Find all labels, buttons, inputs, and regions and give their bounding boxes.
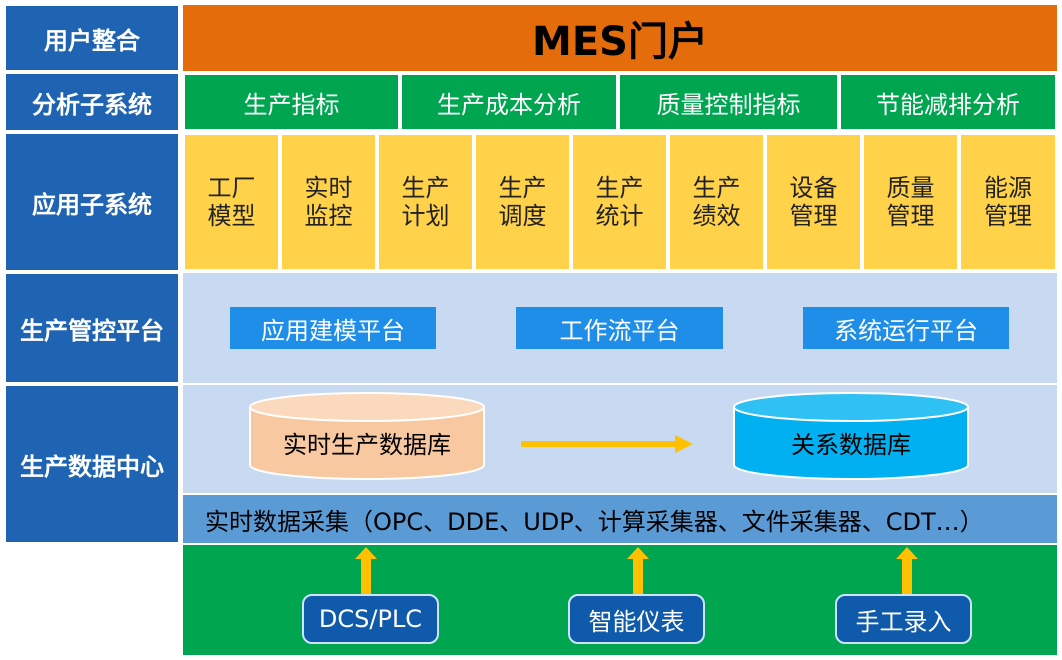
app-label-line1: 生产	[595, 174, 644, 202]
header-production-platform-label: 生产管控平台	[20, 316, 164, 345]
app-production-dispatch[interactable]: 生产调度	[474, 133, 571, 271]
app-label-line1: 设备	[789, 174, 838, 202]
app-label-line2: 管理	[789, 202, 838, 230]
source-smart-instrument[interactable]: 智能仪表	[568, 594, 705, 644]
analysis-energy-saving[interactable]: 节能减排分析	[839, 73, 1057, 131]
header-analysis-subsystem-label: 分析子系统	[32, 90, 152, 119]
relational-db-cylinder[interactable]	[733, 392, 969, 480]
arrow-up-icon	[627, 547, 649, 595]
app-label-line2: 模型	[207, 202, 256, 230]
platform-item-label: 应用建模平台	[261, 316, 405, 345]
platform-system-runtime[interactable]: 系统运行平台	[803, 307, 1009, 349]
analysis-item-label: 生产成本分析	[437, 90, 581, 119]
header-production-platform: 生产管控平台	[5, 273, 179, 383]
app-label-line2: 管理	[984, 202, 1032, 230]
analysis-item-label: 生产指标	[243, 90, 340, 119]
platform-panel: 应用建模平台 工作流平台 系统运行平台	[183, 273, 1057, 383]
app-realtime-monitoring[interactable]: 实时监控	[280, 133, 377, 271]
source-label: 智能仪表	[588, 607, 685, 636]
analysis-quality-control[interactable]: 质量控制指标	[618, 73, 839, 131]
mes-portal-title: MES门户	[532, 19, 708, 65]
app-label-line1: 质量	[886, 174, 935, 202]
analysis-row: 生产指标 生产成本分析 质量控制指标 节能减排分析	[183, 73, 1057, 131]
app-label-line1: 能源	[984, 174, 1032, 202]
analysis-item-label: 质量控制指标	[656, 90, 801, 119]
header-production-data-center: 生产数据中心	[5, 385, 179, 543]
app-production-plan[interactable]: 生产计划	[377, 133, 474, 271]
app-label-line2: 调度	[498, 202, 547, 230]
app-label-line1: 实时	[304, 174, 353, 202]
app-production-performance[interactable]: 生产绩效	[668, 133, 765, 271]
app-label-line1: 生产	[498, 174, 547, 202]
arrow-up-icon	[355, 547, 377, 595]
platform-item-label: 系统运行平台	[834, 316, 978, 345]
header-application-subsystem: 应用子系统	[5, 133, 179, 271]
platform-workflow[interactable]: 工作流平台	[516, 307, 723, 349]
realtime-data-collection[interactable]: 实时数据采集（OPC、DDE、UDP、计算采集器、文件采集器、CDT…）	[183, 495, 1057, 543]
application-row: 工厂模型 实时监控 生产计划 生产调度 生产统计 生产绩效 设备管理 质量管理 …	[183, 133, 1057, 271]
app-label-line2: 统计	[595, 202, 644, 230]
source-manual-entry[interactable]: 手工录入	[835, 594, 972, 644]
app-label-line2: 绩效	[692, 202, 741, 230]
app-label-line2: 管理	[886, 202, 935, 230]
upward-arrows	[355, 547, 918, 595]
realtime-db-label: 实时生产数据库	[283, 431, 451, 459]
app-quality-management[interactable]: 质量管理	[862, 133, 959, 271]
app-label-line2: 计划	[401, 202, 450, 230]
realtime-db-cylinder[interactable]	[249, 392, 485, 480]
platform-item-label: 工作流平台	[559, 316, 680, 345]
analysis-item-label: 节能减排分析	[876, 90, 1020, 119]
realtime-data-collection-label: 实时数据采集（OPC、DDE、UDP、计算采集器、文件采集器、CDT…）	[205, 507, 984, 536]
analysis-production-indicators[interactable]: 生产指标	[183, 73, 400, 131]
source-label: 手工录入	[855, 607, 952, 636]
app-equipment-management[interactable]: 设备管理	[765, 133, 862, 271]
arrow-up-icon	[896, 547, 918, 595]
header-production-data-center-label: 生产数据中心	[20, 452, 164, 481]
source-label: DCS/PLC	[318, 605, 423, 633]
analysis-production-cost[interactable]: 生产成本分析	[400, 73, 618, 131]
app-label-line1: 生产	[401, 174, 450, 202]
header-application-subsystem-label: 应用子系统	[32, 190, 152, 219]
app-energy-management[interactable]: 能源管理	[959, 133, 1057, 271]
relational-db-label: 关系数据库	[791, 431, 911, 459]
header-analysis-subsystem: 分析子系统	[5, 73, 179, 131]
header-user-integration: 用户整合	[5, 5, 179, 71]
source-dcs-plc[interactable]: DCS/PLC	[302, 594, 439, 644]
platform-app-modeling[interactable]: 应用建模平台	[230, 307, 436, 349]
mes-portal[interactable]: MES门户	[183, 5, 1057, 71]
app-production-statistics[interactable]: 生产统计	[571, 133, 668, 271]
header-user-integration-label: 用户整合	[44, 26, 140, 55]
app-label-line2: 监控	[304, 202, 353, 230]
app-label-line1: 工厂	[207, 174, 256, 202]
arrow-right-icon	[521, 435, 693, 453]
data-center-graphics	[249, 392, 969, 480]
app-factory-model[interactable]: 工厂模型	[183, 133, 280, 271]
app-label-line1: 生产	[692, 174, 741, 202]
